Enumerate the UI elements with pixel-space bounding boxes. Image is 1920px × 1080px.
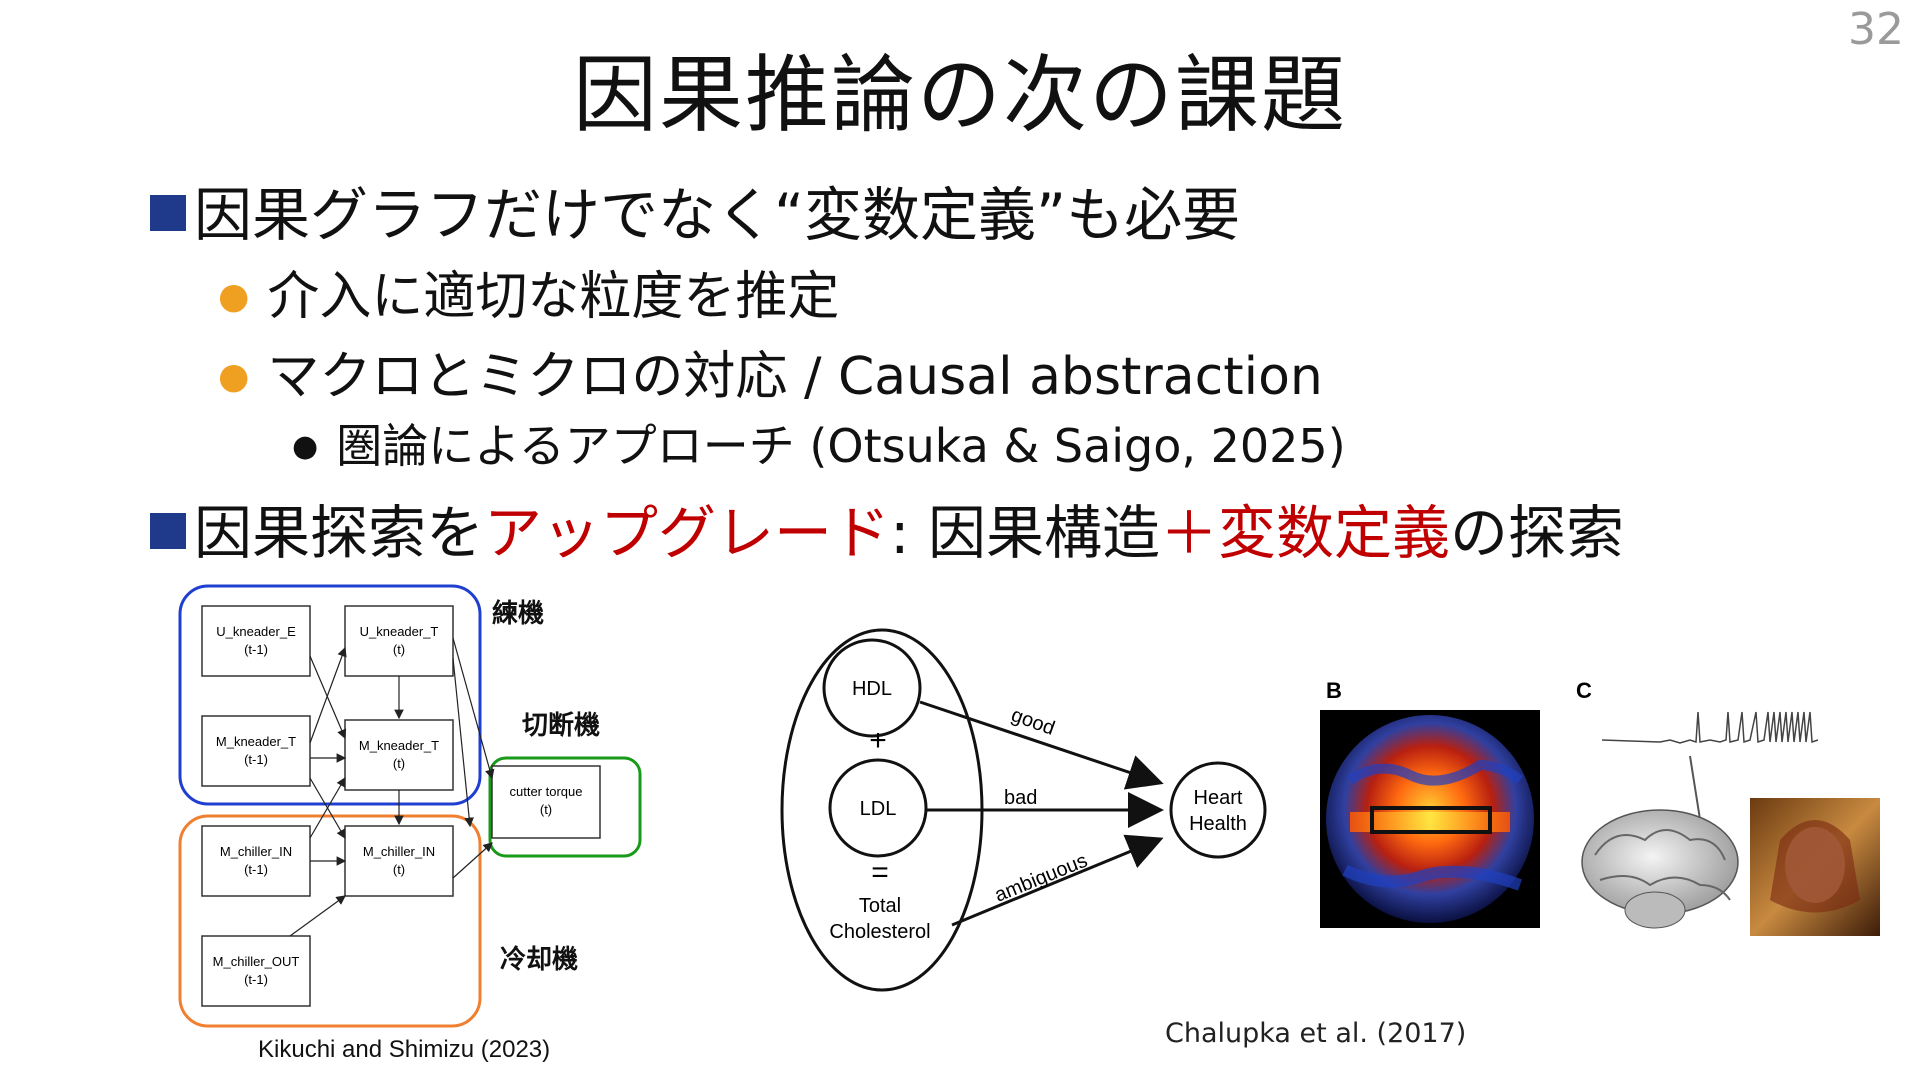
svg-text:M_chiller_OUT: M_chiller_OUT xyxy=(213,954,300,969)
svg-text:M_chiller_IN: M_chiller_IN xyxy=(363,844,435,859)
group-label-green: 切断機 xyxy=(522,710,600,740)
svg-text:(t): (t) xyxy=(393,642,405,657)
svg-text:(t-1): (t-1) xyxy=(244,642,268,657)
node-u-t: U_kneader_T (t) xyxy=(344,605,454,677)
bullet-1-text: 因果グラフだけでなく“変数定義”も必要 xyxy=(194,181,1241,249)
plus-sign: + xyxy=(869,724,887,757)
bullet-2-part-2: アップグレード xyxy=(484,499,891,567)
chalupka-figure: B C xyxy=(1320,678,1880,936)
svg-text:cutter torque: cutter torque xyxy=(510,784,583,799)
bullet-1-sub-2: ● マクロとミクロの対応 / Causal abstraction xyxy=(218,334,1323,409)
group-label-orange: 冷却機 xyxy=(500,944,578,974)
svg-text:(t): (t) xyxy=(393,756,405,771)
svg-text:M_kneader_T: M_kneader_T xyxy=(216,734,296,749)
bullet-1-sub-2-text: マクロとミクロの対応 / Causal abstraction xyxy=(267,347,1323,407)
svg-text:(t-1): (t-1) xyxy=(244,972,268,987)
node-chiller-out: M_chiller_OUT (t-1) xyxy=(201,935,311,1007)
svg-text:(t): (t) xyxy=(540,802,552,817)
node-m-kneader-prev: M_kneader_T (t-1) xyxy=(201,715,311,787)
page-number: 32 xyxy=(1848,4,1904,55)
black-dot-icon: ● xyxy=(292,429,319,464)
svg-text:M_chiller_IN: M_chiller_IN xyxy=(220,844,292,859)
edges xyxy=(289,637,495,937)
panel-label-b: B xyxy=(1326,678,1342,703)
node-u-e: U_kneader_E (t-1) xyxy=(201,605,311,677)
ldl-label: LDL xyxy=(860,798,897,820)
bullet-2-part-5: の探索 xyxy=(1450,499,1625,567)
bullet-1: 因果グラフだけでなく“変数定義”も必要 xyxy=(150,168,1240,252)
edge-ambiguous xyxy=(951,834,1164,927)
svg-text:(t-1): (t-1) xyxy=(244,862,268,877)
bullet-2-part-4: ＋変数定義 xyxy=(1160,499,1451,567)
orange-dot-icon: ● xyxy=(218,276,250,317)
edge-good xyxy=(919,700,1164,790)
equals-sign: = xyxy=(871,856,889,889)
bullet-1-sub-1: ● 介入に適切な粒度を推定 xyxy=(218,254,839,329)
svg-text:(t-1): (t-1) xyxy=(244,752,268,767)
node-chiller-in-prev: M_chiller_IN (t-1) xyxy=(201,825,311,897)
slide-title: 因果推論の次の課題 xyxy=(572,46,1347,144)
hdl-label: HDL xyxy=(852,678,892,700)
node-chiller-in: M_chiller_IN (t) xyxy=(344,825,454,897)
bullet-2: 因果探索をアップグレード: 因果構造＋変数定義の探索 xyxy=(150,486,1624,570)
total-label: Total xyxy=(859,895,901,917)
factory-causal-graph-figure: U_kneader_E (t-1) U_kneader_T (t) M_knea… xyxy=(178,584,642,1028)
ldl-circle xyxy=(828,758,928,858)
bullet-2-part-1: 因果探索を xyxy=(194,499,485,567)
heart-label: Heart xyxy=(1194,787,1243,809)
node-cutter: cutter torque (t) xyxy=(491,765,601,839)
group-label-blue: 練機 xyxy=(492,598,544,628)
bullet-1-sub-2-sub-1-text: 圏論によるアプローチ (Otsuka & Saigo, 2025) xyxy=(336,419,1346,473)
svg-text:M_kneader_T: M_kneader_T xyxy=(359,738,439,753)
svg-text:U_kneader_T: U_kneader_T xyxy=(360,624,439,639)
node-m-kneader: M_kneader_T (t) xyxy=(344,719,454,791)
cholesterol-causal-figure: HDL + LDL = Total Cholesterol Heart Heal… xyxy=(780,628,1267,992)
square-bullet-icon xyxy=(150,512,186,549)
orange-dot-icon: ● xyxy=(218,356,250,397)
cholesterol-label: Cholesterol xyxy=(829,921,930,943)
health-label: Health xyxy=(1189,813,1247,835)
highlight-rectangle xyxy=(1370,806,1492,834)
bad-label: bad xyxy=(1004,787,1037,809)
square-bullet-icon xyxy=(150,194,186,231)
ambiguous-label: ambiguous xyxy=(992,850,1091,907)
caption-chalupka: Chalupka et al. (2017) xyxy=(1165,1018,1467,1049)
heart-health-circle xyxy=(1169,761,1267,859)
panel-label-c: C xyxy=(1576,678,1592,703)
hdl-circle xyxy=(822,638,922,738)
bullet-1-sub-2-sub-1: ● 圏論によるアプローチ (Otsuka & Saigo, 2025) xyxy=(292,410,1346,476)
svg-text:(t): (t) xyxy=(393,862,405,877)
spike-train-trace xyxy=(1601,711,1819,744)
green-group-box xyxy=(488,756,642,858)
orange-group-box xyxy=(178,814,482,1028)
caption-kikuchi: Kikuchi and Shimizu (2023) xyxy=(258,1036,551,1063)
svg-text:U_kneader_E: U_kneader_E xyxy=(216,624,296,639)
bullet-2-part-3: : 因果構造 xyxy=(890,499,1161,567)
bullet-1-sub-1-text: 介入に適切な粒度を推定 xyxy=(267,267,840,327)
